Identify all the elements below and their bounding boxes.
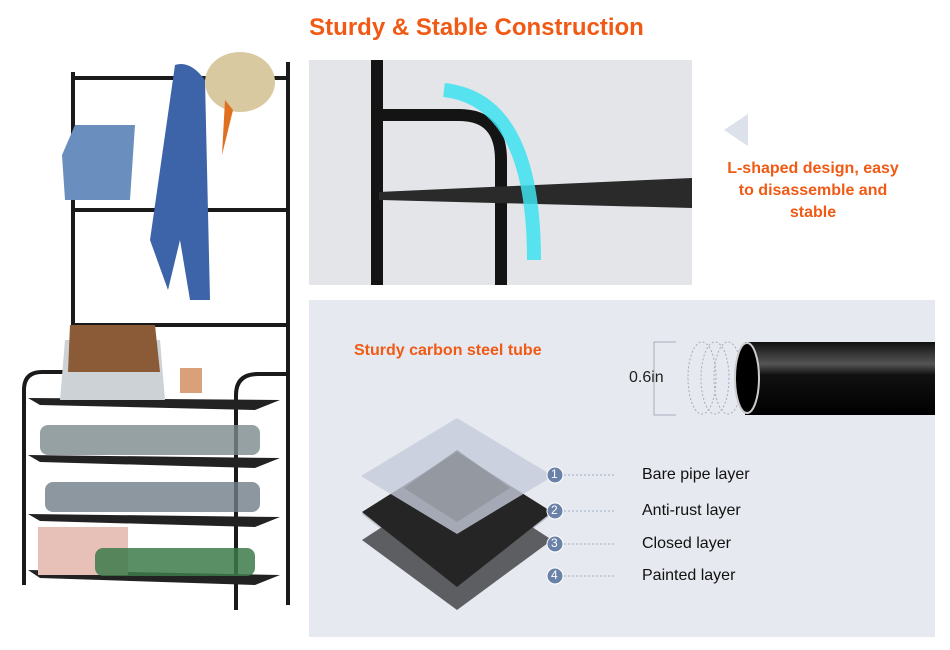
page-title: Sturdy & Stable Construction: [309, 14, 644, 41]
number-badge: [546, 567, 564, 585]
layer-number: 4: [551, 568, 558, 582]
layer-number: 3: [551, 536, 558, 550]
tube-heading: Sturdy carbon steel tube: [354, 342, 542, 359]
layer-number: 2: [551, 503, 558, 517]
l-shaped-joint-closeup: [309, 60, 692, 285]
hat-icon: [205, 52, 275, 112]
triangle-pointer-icon: [724, 114, 748, 146]
callout-line: to disassemble and: [738, 182, 888, 199]
number-badge: [546, 502, 564, 520]
shoe-rack-illustration: [22, 52, 290, 610]
layer-label: Closed layer: [642, 535, 731, 552]
jacket-icon: [150, 64, 210, 300]
arrow-highlight: [443, 83, 541, 261]
steel-tube-illustration: [653, 341, 935, 416]
number-badge: [546, 466, 564, 484]
l-shaped-callout: L-shaped design, easy to disassemble and…: [718, 158, 908, 224]
tube-diameter: 0.6in: [629, 369, 664, 386]
coating-layers-diagram: [361, 418, 615, 610]
layer-label: Anti-rust layer: [642, 502, 741, 519]
callout-line: L-shaped design, easy: [727, 160, 899, 177]
layer-label: Bare pipe layer: [642, 466, 750, 483]
callout-line: stable: [789, 204, 837, 221]
layer-label: Painted layer: [642, 567, 736, 584]
layer-number: 1: [551, 467, 558, 481]
bag-icon: [62, 125, 135, 200]
handbag-icon: [68, 325, 160, 372]
number-badge: [546, 535, 564, 553]
